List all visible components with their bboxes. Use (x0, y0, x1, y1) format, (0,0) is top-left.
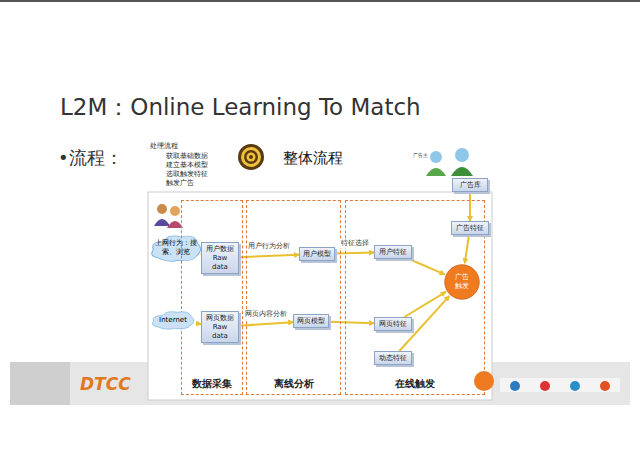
slide-title: L2M：Online Learning To Match (60, 92, 421, 123)
node-text: 用户模型 (303, 250, 331, 259)
region-title: 离线分析 (247, 377, 340, 391)
process-box: 广告库 (452, 178, 488, 192)
node-text: 用户数据 Raw data (205, 245, 235, 272)
users-icon (154, 204, 183, 228)
icon-label: 广告主 (413, 152, 428, 158)
process-note: 触发广告 (166, 178, 194, 188)
node-text: 广告库 (460, 181, 481, 190)
trigger-circle: 广告触发 (444, 264, 480, 300)
node-text: 网页特征 (379, 320, 407, 329)
process-note: 获取基础数据 (166, 151, 208, 161)
edge-label: 网页内容分析 (244, 310, 288, 319)
node-text: 广告触发 (454, 273, 470, 291)
process-note: 选取触发特征 (166, 169, 208, 179)
slide-dot (474, 371, 494, 391)
advertiser-icon (426, 148, 473, 176)
edge-label: 特征选择 (340, 239, 370, 248)
section-heading: 整体流程 (283, 149, 343, 168)
process-box: 网页特征 (374, 317, 412, 331)
stage-region: 在线触发 用户特征网页特征动态特征 广告特征广告触发 (345, 200, 485, 395)
flow-arrow (465, 235, 469, 263)
node-text: 用户特征 (379, 248, 407, 257)
node-text: 上网行为：搜索、浏览 (153, 239, 199, 257)
node-text: Internet (154, 316, 192, 325)
node-text: 网页数据 Raw data (205, 314, 235, 341)
stage-region: 数据采集 用户数据 Raw data 网页数据 Raw data (181, 200, 243, 395)
flow-arrow (409, 259, 444, 274)
node-text: 动态特征 (379, 354, 407, 363)
flow-arrow (239, 322, 293, 326)
node-text: 网页模型 (297, 317, 325, 326)
source-cloud: Internet (150, 309, 196, 331)
process-note: 处理流程 (150, 141, 178, 151)
process-box: 网页模型 (293, 314, 329, 328)
flow-arrow (239, 255, 299, 257)
target-icon (238, 144, 264, 170)
logo-text: DTCC (80, 374, 131, 394)
region-title: 在线触发 (346, 377, 484, 391)
process-box: 广告特征 (451, 221, 489, 235)
process-box: 网页数据 Raw data (201, 311, 239, 343)
bullet-label: •流程： (58, 146, 123, 170)
region-title: 数据采集 (182, 377, 242, 391)
process-box: 用户数据 Raw data (201, 242, 239, 274)
source-cloud: 上网行为：搜索、浏览 (149, 232, 203, 264)
process-box: 用户特征 (374, 245, 412, 259)
stage-region: 离线分析 用户模型网页模型 (246, 200, 341, 395)
process-box: 动态特征 (374, 351, 412, 365)
flow-arrow (405, 292, 446, 317)
process-note: 建立基本模型 (166, 160, 208, 170)
node-text: 广告特征 (456, 224, 484, 233)
process-box: 用户模型 (299, 247, 335, 261)
diagram-panel (148, 192, 492, 400)
flow-arrow (469, 192, 471, 221)
edge-label: 用户行为分析 (247, 242, 291, 251)
flow-arrow (329, 322, 374, 324)
